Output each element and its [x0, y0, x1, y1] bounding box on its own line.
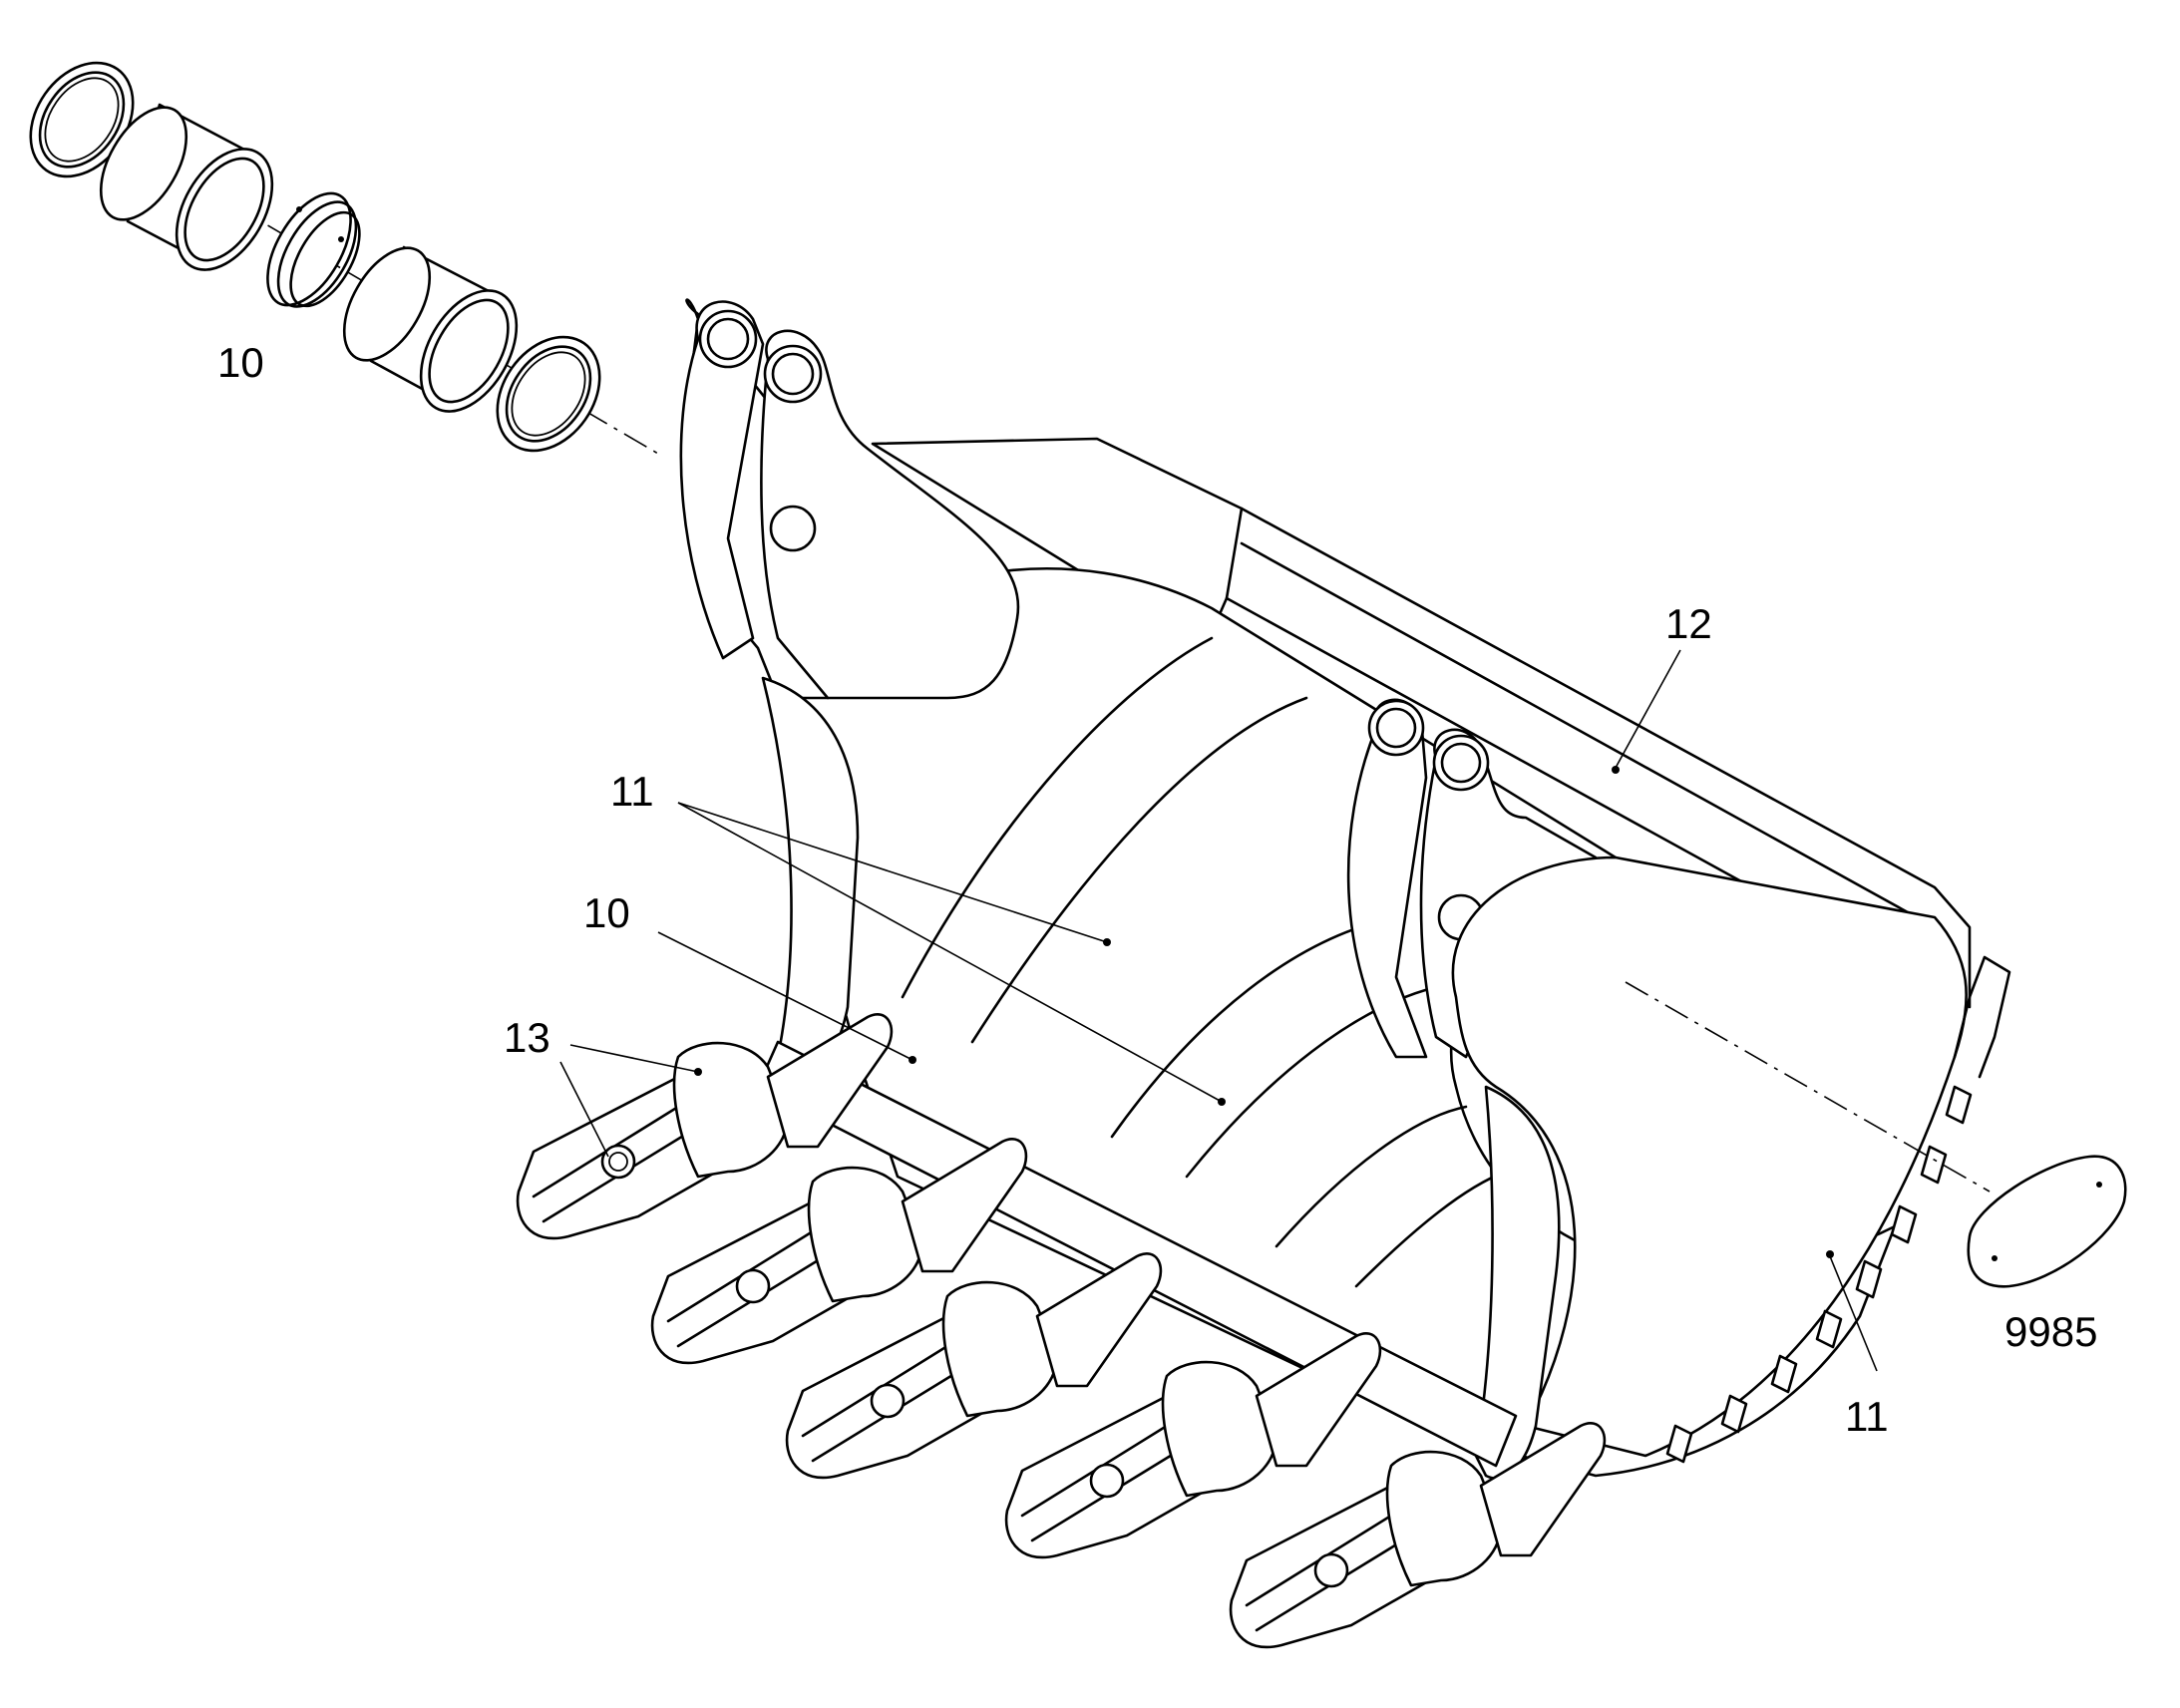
- left-link-hole: [769, 505, 817, 552]
- callout-wear-strip-inner: 11: [610, 768, 654, 815]
- wear-band-1: [901, 636, 1214, 999]
- callout-cover-plate: 9985: [2004, 1308, 2097, 1355]
- callout-labels: 10 12 11 10 13 9985 11: [217, 339, 2097, 1440]
- tooth-4: [1004, 1332, 1382, 1559]
- cover-plate-drawing: [1625, 981, 2127, 1288]
- wear-band-2: [970, 696, 1308, 1044]
- left-hinge-lug-outer: [679, 300, 765, 660]
- tooth-1: [516, 1013, 894, 1240]
- leader-lines: [559, 649, 1878, 1372]
- bushing-assembly: [29, 61, 659, 455]
- bushing-sleeve-left: [99, 103, 274, 271]
- callout-bushing-kit: 10: [217, 339, 264, 386]
- tooth-5: [1229, 1422, 1607, 1649]
- right-side-wall: [1451, 855, 1968, 1458]
- right-side-lip: [1953, 955, 2011, 1079]
- seal-ring-outer-right: [496, 335, 601, 453]
- callout-cutting-edge: 10: [583, 889, 630, 936]
- callout-tooth-adapter: 13: [504, 1014, 550, 1061]
- cover-plate-axis-line: [1625, 981, 1991, 1193]
- bushing-sleeve-right: [342, 245, 519, 413]
- tooth-2: [650, 1138, 1028, 1365]
- bucket-body-drawing: [679, 298, 2011, 1480]
- cover-plate-shape: [1967, 1155, 2127, 1288]
- bucket-teeth: [516, 1013, 1607, 1649]
- side-wear-segments: [1665, 1085, 1973, 1464]
- callout-wear-strip-side: 11: [1845, 1393, 1889, 1440]
- thrust-ring: [266, 191, 361, 308]
- callout-bucket-body: 12: [1665, 600, 1712, 647]
- wear-band-5: [1274, 1105, 1468, 1248]
- tooth-3: [785, 1252, 1163, 1480]
- left-hinge-lug-inner: [760, 329, 1020, 700]
